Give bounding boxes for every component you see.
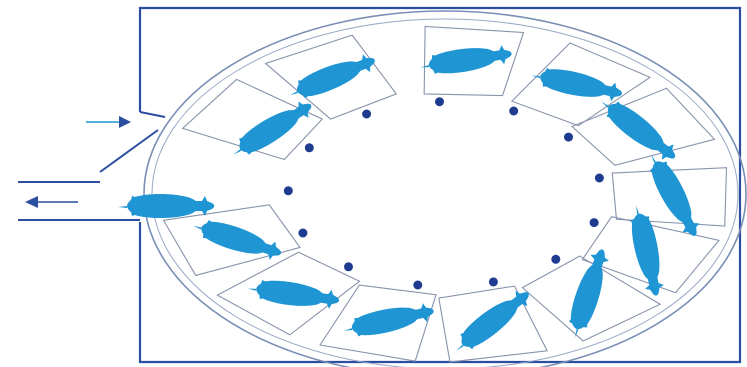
cow-icon [449,284,536,359]
post-marker-icon [590,218,599,227]
post-marker-icon [551,255,560,264]
cow-icon [595,92,682,167]
post-marker-icon [509,107,518,116]
cow-icon [563,246,613,341]
cow-icon [626,203,668,298]
post-marker-icon [362,110,371,119]
cow-icon [419,42,514,78]
entry-lane-edge [140,112,165,117]
post-marker-icon [564,133,573,142]
post-marker-icon [284,186,293,195]
post-marker-icon [435,97,444,106]
post-marker-icon [298,229,307,238]
entry-lane-diagonal [100,130,158,172]
cow-icon [341,300,436,342]
exit-arrow-icon [25,196,78,208]
cow-group [190,42,706,359]
cow-icon [190,214,285,264]
post-marker-icon [305,143,314,152]
post-marker-icon [489,277,498,286]
entry-arrow-icon [86,116,131,128]
cow-icon [118,194,214,218]
post-group [284,97,604,289]
post-marker-icon [595,174,604,183]
post-marker-icon [413,281,422,290]
cow-icon [227,95,317,163]
stall-group [164,26,727,362]
post-marker-icon [344,262,353,271]
cow-icon [285,49,379,105]
